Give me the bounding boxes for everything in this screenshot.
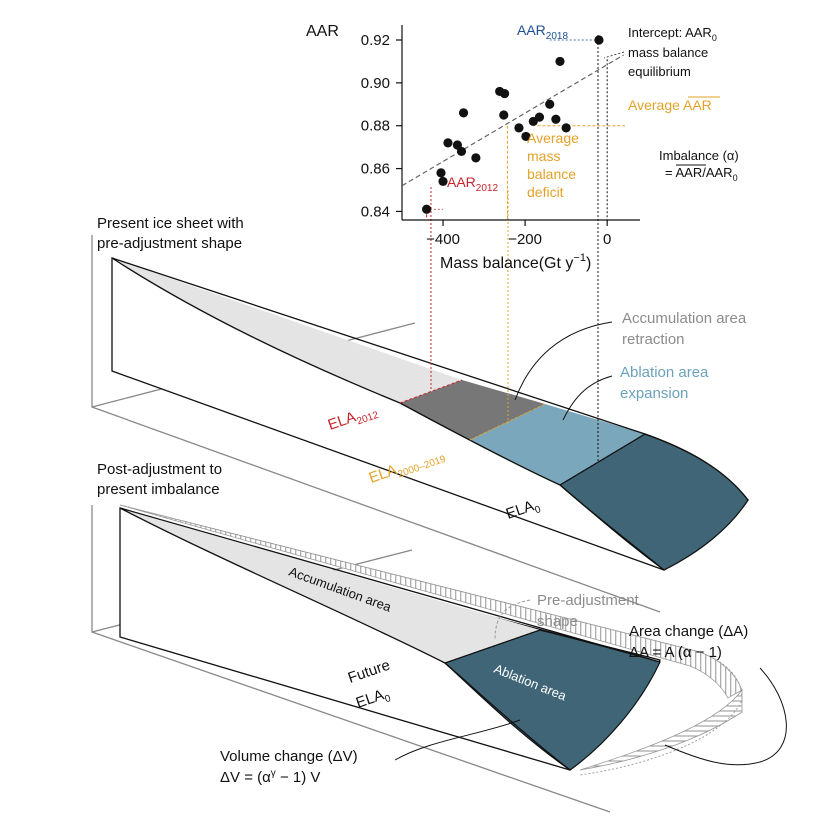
imbalance-label-1: Imbalance (α) <box>659 148 739 163</box>
deficit-label-3: balance <box>527 166 576 182</box>
projection-lines <box>430 35 599 462</box>
top-panel-title-1: Present ice sheet with <box>97 215 244 232</box>
top-retraction-zone <box>400 380 545 440</box>
scatter-point <box>436 168 446 178</box>
scatter-point <box>514 123 524 133</box>
aar2012-main: AAR <box>447 174 476 190</box>
bottom-panel <box>91 504 743 813</box>
imbalance-main: = AAR/AAR <box>665 165 733 180</box>
deficit-label-2: mass <box>527 148 560 164</box>
x-tick-label: −200 <box>508 231 542 248</box>
scatter-point <box>555 56 565 67</box>
y-tick-label: 0.92 <box>361 32 390 49</box>
ablation-expansion-leader <box>562 375 613 421</box>
top-ela2012-line <box>399 379 463 404</box>
pre-adjustment-front-hatch <box>579 688 743 771</box>
deficit-label-4: deficit <box>527 184 564 200</box>
scatter-axes <box>401 25 640 221</box>
accumulation-retraction-label-1: Accumulation area <box>622 310 747 327</box>
area-change-label-2: ΔA = A (α − 1) <box>629 644 722 661</box>
scatter-point <box>499 88 510 99</box>
scatter-point <box>499 110 509 120</box>
intercept-label-3: equilibrium <box>628 64 691 79</box>
volume-change-end: − 1) V <box>276 769 321 786</box>
scatter-point <box>438 176 448 187</box>
intercept-label-2: mass balance <box>628 45 708 60</box>
bottom-ela-line <box>444 629 541 664</box>
pre-adjustment-outline <box>119 504 743 776</box>
volume-change-main: ΔV = (α <box>220 769 271 786</box>
aar2018-sub: 2018 <box>546 31 569 42</box>
top-ablation-expansion <box>470 404 645 485</box>
scatter-point <box>521 131 531 142</box>
scatter-point <box>456 146 467 157</box>
ela0-sub: 0 <box>534 504 543 516</box>
y-tick-label: 0.86 <box>361 161 390 178</box>
aar2012-sub: 2012 <box>476 183 499 194</box>
y-axis-title: AAR <box>306 23 339 40</box>
volume-change-label-1: Volume change (ΔV) <box>220 748 358 765</box>
top-panel <box>91 235 750 613</box>
aar2018-label: AAR2018 <box>517 22 568 42</box>
scatter-point <box>594 35 604 45</box>
intercept-label-1: Intercept: AAR0 <box>628 25 717 43</box>
x-tick-label: −400 <box>426 231 460 248</box>
aar2018-main: AAR <box>517 22 546 38</box>
aar2012-label: AAR2012 <box>447 174 498 194</box>
x-axis-title: Mass balance(Gt y−1) <box>440 252 591 272</box>
bottom-panel-title-2: present imbalance <box>97 481 220 498</box>
top-panel-labels: Present ice sheet with pre-adjustment sh… <box>97 215 747 523</box>
scatter-point <box>422 204 432 214</box>
accumulation-retraction-leader <box>514 321 613 401</box>
scatter-point <box>561 123 571 133</box>
volume-change-leader <box>394 719 521 761</box>
top-ela0-line <box>559 433 646 486</box>
top-accumulation-surface <box>112 258 462 403</box>
intercept-sub: 0 <box>712 33 717 43</box>
accumulation-retraction-label-2: retraction <box>622 331 685 348</box>
intercept-main: Intercept: AAR <box>628 25 712 40</box>
ablation-expansion-label-1: Ablation area <box>620 364 709 381</box>
scatter-point <box>551 114 561 124</box>
imbalance-sub: 0 <box>733 173 738 183</box>
imbalance-label-2: = AAR/AAR0 <box>665 165 738 183</box>
y-tick-label: 0.90 <box>361 75 390 92</box>
y-tick-label: 0.84 <box>361 203 390 220</box>
deficit-label-1: Average <box>527 130 579 146</box>
pre-adjustment-label-1: Pre-adjustment <box>537 592 640 609</box>
scatter-chart: 0.84 0.86 0.88 0.90 0.92 −400 −200 0 AAR Mass … <box>306 22 739 272</box>
top-surface-outline <box>111 257 749 571</box>
x-axis-title-main: Mass balance(Gt y <box>440 255 573 272</box>
scatter-point <box>545 99 555 109</box>
average-aar-label: Average AAR <box>628 97 712 113</box>
trend-line <box>401 54 624 187</box>
bottom-panel-title-1: Post-adjustment to <box>97 461 222 478</box>
pre-adjustment-label-2: shape <box>537 613 578 630</box>
intercept-leader <box>603 51 625 59</box>
scatter-points <box>422 35 604 214</box>
x-axis-title-sup: −1 <box>573 252 586 264</box>
scatter-point <box>443 138 453 148</box>
volume-change-label-2: ΔV = (αγ − 1) V <box>220 768 320 786</box>
y-ticks: 0.84 0.86 0.88 0.90 0.92 <box>361 32 402 220</box>
x-axis-title-end: ) <box>586 255 591 272</box>
x-ticks: −400 −200 0 <box>426 220 611 248</box>
bottom-surface-outline <box>119 507 661 771</box>
top-panel-title-2: pre-adjustment shape <box>97 235 242 252</box>
ablation-expansion-label-2: expansion <box>620 385 688 402</box>
scatter-point <box>534 112 545 122</box>
scatter-point <box>458 108 469 118</box>
y-tick-label: 0.88 <box>361 118 390 135</box>
area-change-label-1: Area change (ΔA) <box>629 623 748 640</box>
x-tick-label: 0 <box>603 231 611 248</box>
bottom-accumulation-surface <box>120 508 540 663</box>
area-change-leader <box>664 667 787 766</box>
pre-adjustment-leader <box>494 599 531 641</box>
scatter-guides <box>426 39 625 220</box>
future-ela-sub: 0 <box>384 693 393 705</box>
scatter-point <box>471 153 481 163</box>
volume-change-sup: γ <box>271 768 276 779</box>
